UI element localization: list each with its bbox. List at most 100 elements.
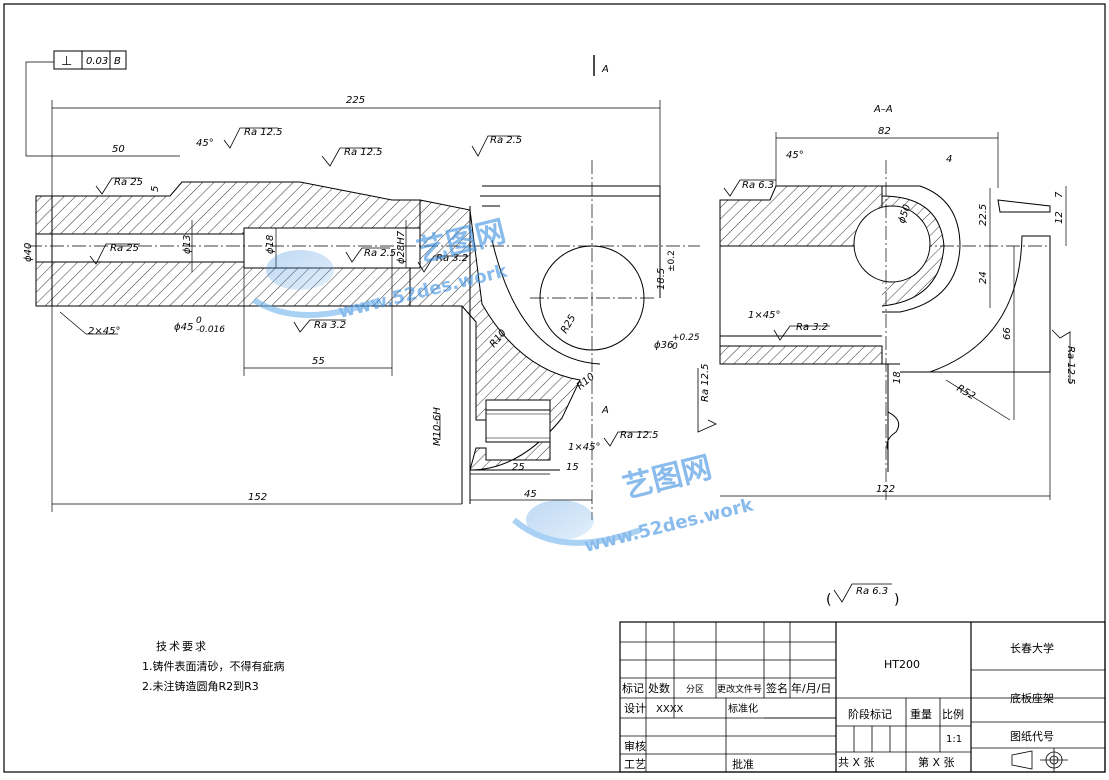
dim-50: 50: [112, 144, 125, 155]
dim-dia28: ϕ28H7: [396, 230, 407, 264]
dim-r52: R52: [955, 383, 978, 402]
roughness-3: Ra 2.5: [490, 135, 522, 146]
tech-item-1: 1.铸件表面清砂，不得有疵病: [142, 659, 285, 673]
sheet-total: 共 X 张: [838, 756, 875, 769]
roughness-10: Ra 12.5: [700, 363, 711, 402]
watermark-2: 艺图网 www.52des.work: [512, 450, 756, 557]
sheet-number: 第 X 张: [918, 755, 955, 769]
standardization-label: 标准化: [728, 702, 758, 715]
watermark-2-brand: 艺图网: [619, 450, 715, 506]
dim-22-5: 22.5: [978, 204, 989, 226]
row-label-date: 年/月/日: [791, 681, 831, 695]
row-label-count: 处数: [648, 682, 670, 695]
roughness-4: Ra 25: [114, 177, 143, 188]
part-name: 底板座架: [1010, 691, 1054, 705]
dim-152: 152: [248, 492, 267, 503]
dim-dia36: ϕ36: [654, 340, 673, 351]
designer-name: XXXX: [656, 704, 684, 715]
design-label: 设计: [624, 702, 646, 715]
dim-chamfer-1x45-b: 1×45°: [748, 310, 780, 321]
section-dimension-lines: [720, 132, 1067, 500]
dim-dia36-tol-hi: +0.25: [672, 333, 700, 343]
roughness-1: Ra 12.5: [244, 127, 283, 138]
section-bottom-body: [719, 345, 883, 365]
dim-dia45-tol-lo: -0.016: [196, 325, 225, 335]
tech-requirements: 技术要求 1.铸件表面清砂，不得有疵病 2.未注铸造圆角R2到R3: [142, 640, 285, 693]
row-label-zone: 分区: [686, 684, 704, 695]
stage-mark-label: 阶段标记: [848, 707, 892, 721]
tolerance-value: 0.03: [86, 56, 108, 67]
dim-18b: 18: [892, 371, 903, 384]
roughness-texts-section: Ra 12.5 Ra 6.3 Ra 3.2 Ra 12.5: [700, 180, 1076, 402]
dim-thread: M10-6H: [432, 407, 443, 446]
roughness-6: Ra 2.5: [364, 248, 396, 259]
dim-angle-45-b: 45°: [786, 150, 804, 161]
threaded-hole: [485, 409, 551, 443]
tech-item-2: 2.未注铸造圆角R2到R3: [142, 679, 259, 693]
scale-label: 比例: [942, 707, 964, 721]
dim-dia18: ϕ18: [265, 235, 276, 254]
dim-dia40: ϕ40: [23, 243, 34, 262]
general-open-paren: (: [826, 592, 831, 608]
roughness-9: Ra 12.5: [620, 430, 659, 441]
approve-label: 批准: [732, 757, 754, 771]
general-close-paren: ): [894, 592, 899, 608]
dim-r10b: R10: [575, 371, 597, 392]
projection-symbol-icon: [1011, 748, 1068, 772]
sheet-border: [3, 3, 1106, 773]
dim-45: 45: [524, 489, 537, 500]
roughness-2: Ra 12.5: [344, 147, 383, 158]
general-roughness: ( Ra 6.3 ): [826, 583, 899, 608]
school-name: 长春大学: [1010, 641, 1054, 655]
dim-5: 5: [150, 186, 161, 192]
roughness-symbols-main: [89, 127, 652, 447]
dim-7: 7: [1054, 191, 1065, 198]
shaft-upper-section: [35, 181, 421, 235]
dim-24: 24: [978, 271, 989, 284]
tolerance-datum: B: [114, 56, 121, 67]
dim-12: 12: [1054, 211, 1065, 224]
dim-25: 25: [512, 462, 525, 473]
general-roughness-value: Ra 6.3: [856, 586, 888, 597]
roughness-texts-main: Ra 12.5 Ra 12.5 Ra 2.5 Ra 25 Ra 25 Ra 2.…: [110, 127, 659, 441]
roughness-11: Ra 6.3: [742, 180, 774, 191]
dim-dia36-tol-lo: 0: [672, 342, 678, 352]
title-block-texts: HT200 长春大学 底板座架 图纸代号 标记 处数 分区 更改文件号 签名 年…: [622, 641, 1054, 771]
main-dimension-lines: [25, 55, 661, 512]
drawing-code: 图纸代号: [1010, 730, 1054, 743]
geometric-tolerance-frame: ⊥ 0.03 B: [53, 50, 127, 70]
arm-section: [409, 199, 581, 471]
dim-dia45: ϕ45: [174, 322, 193, 333]
section-title: A–A: [873, 104, 893, 115]
watermark-2-url: www.52des.work: [582, 494, 756, 557]
roughness-12: Ra 3.2: [796, 322, 828, 333]
weight-label: 重量: [910, 707, 932, 721]
dim-225: 225: [346, 95, 365, 106]
roughness-symbols-section: [697, 179, 1071, 433]
dim-chamfer-1x45-a: 1×45°: [568, 442, 600, 453]
material: HT200: [884, 658, 920, 671]
tolerance-symbol: ⊥: [61, 54, 72, 69]
roughness-5: Ra 25: [110, 243, 139, 254]
main-view: [28, 160, 700, 520]
dim-18-5: 18.5: [656, 268, 667, 290]
row-label-sign: 签名: [766, 681, 788, 695]
scale-value: 1:1: [946, 734, 962, 745]
dim-15: 15: [566, 462, 579, 473]
roughness-13: Ra 12.5: [1065, 346, 1076, 385]
dim-122: 122: [876, 484, 895, 495]
dim-82: 82: [878, 126, 891, 137]
row-label-mark: 标记: [622, 681, 644, 695]
review-label: 审核: [624, 739, 646, 753]
tech-title: 技术要求: [156, 640, 208, 653]
main-dimension-texts: 225 50 5 152 55 25 15 45 ϕ40 ϕ13 ϕ18 ϕ28…: [23, 95, 700, 503]
section-dimension-texts: A–A 82 4 7 12 22.5 ϕ50 24 66 18 R52 122 …: [748, 104, 1065, 495]
dim-18-5-tol: ±0.2: [667, 250, 677, 272]
title-block: [619, 621, 1106, 773]
roughness-8: Ra 3.2: [436, 253, 468, 264]
dim-55: 55: [312, 356, 325, 367]
section-mark-top: A: [601, 64, 609, 75]
dim-dia13: ϕ13: [182, 235, 193, 254]
dim-angle-45-a: 45°: [196, 138, 214, 149]
